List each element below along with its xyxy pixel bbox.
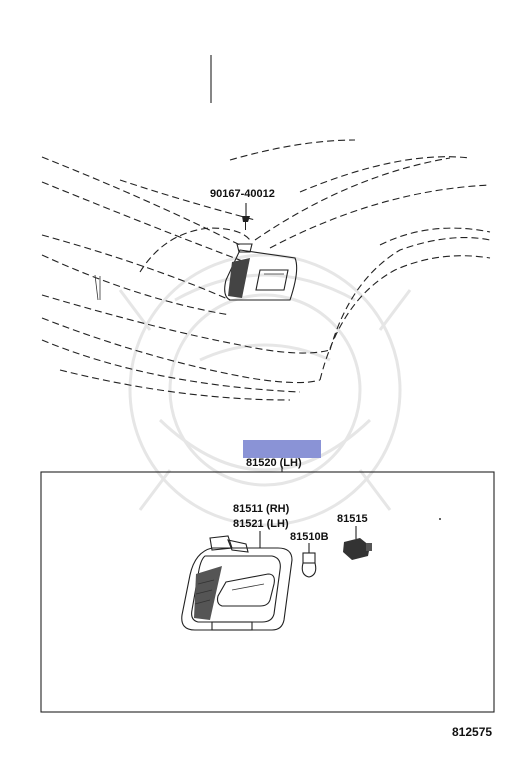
- callout-assembly-upper[interactable]: 81520 (LH): [246, 457, 302, 469]
- callout-socket[interactable]: 81515: [337, 513, 368, 525]
- callout-lamp-lh[interactable]: 81521 (LH): [233, 518, 289, 530]
- clip-fastener-icon: [242, 216, 250, 230]
- socket-icon: [343, 538, 372, 560]
- watermark-emblem: [118, 253, 412, 527]
- callout-lamp-rh[interactable]: 81511 (RH): [233, 503, 290, 515]
- corner-lamp-assembly: [181, 535, 293, 631]
- detail-frame: [40, 471, 495, 713]
- bulb-icon: [301, 552, 317, 578]
- installed-corner-lamp: [224, 243, 298, 301]
- callout-bulb[interactable]: 81510B: [290, 531, 329, 543]
- callout-clip-part[interactable]: 90167-40012: [210, 188, 275, 200]
- vehicle-body-outline: [41, 139, 491, 401]
- reference-dot: [439, 518, 441, 520]
- figure-number: 812575: [452, 725, 492, 739]
- highlight-box: [243, 440, 321, 458]
